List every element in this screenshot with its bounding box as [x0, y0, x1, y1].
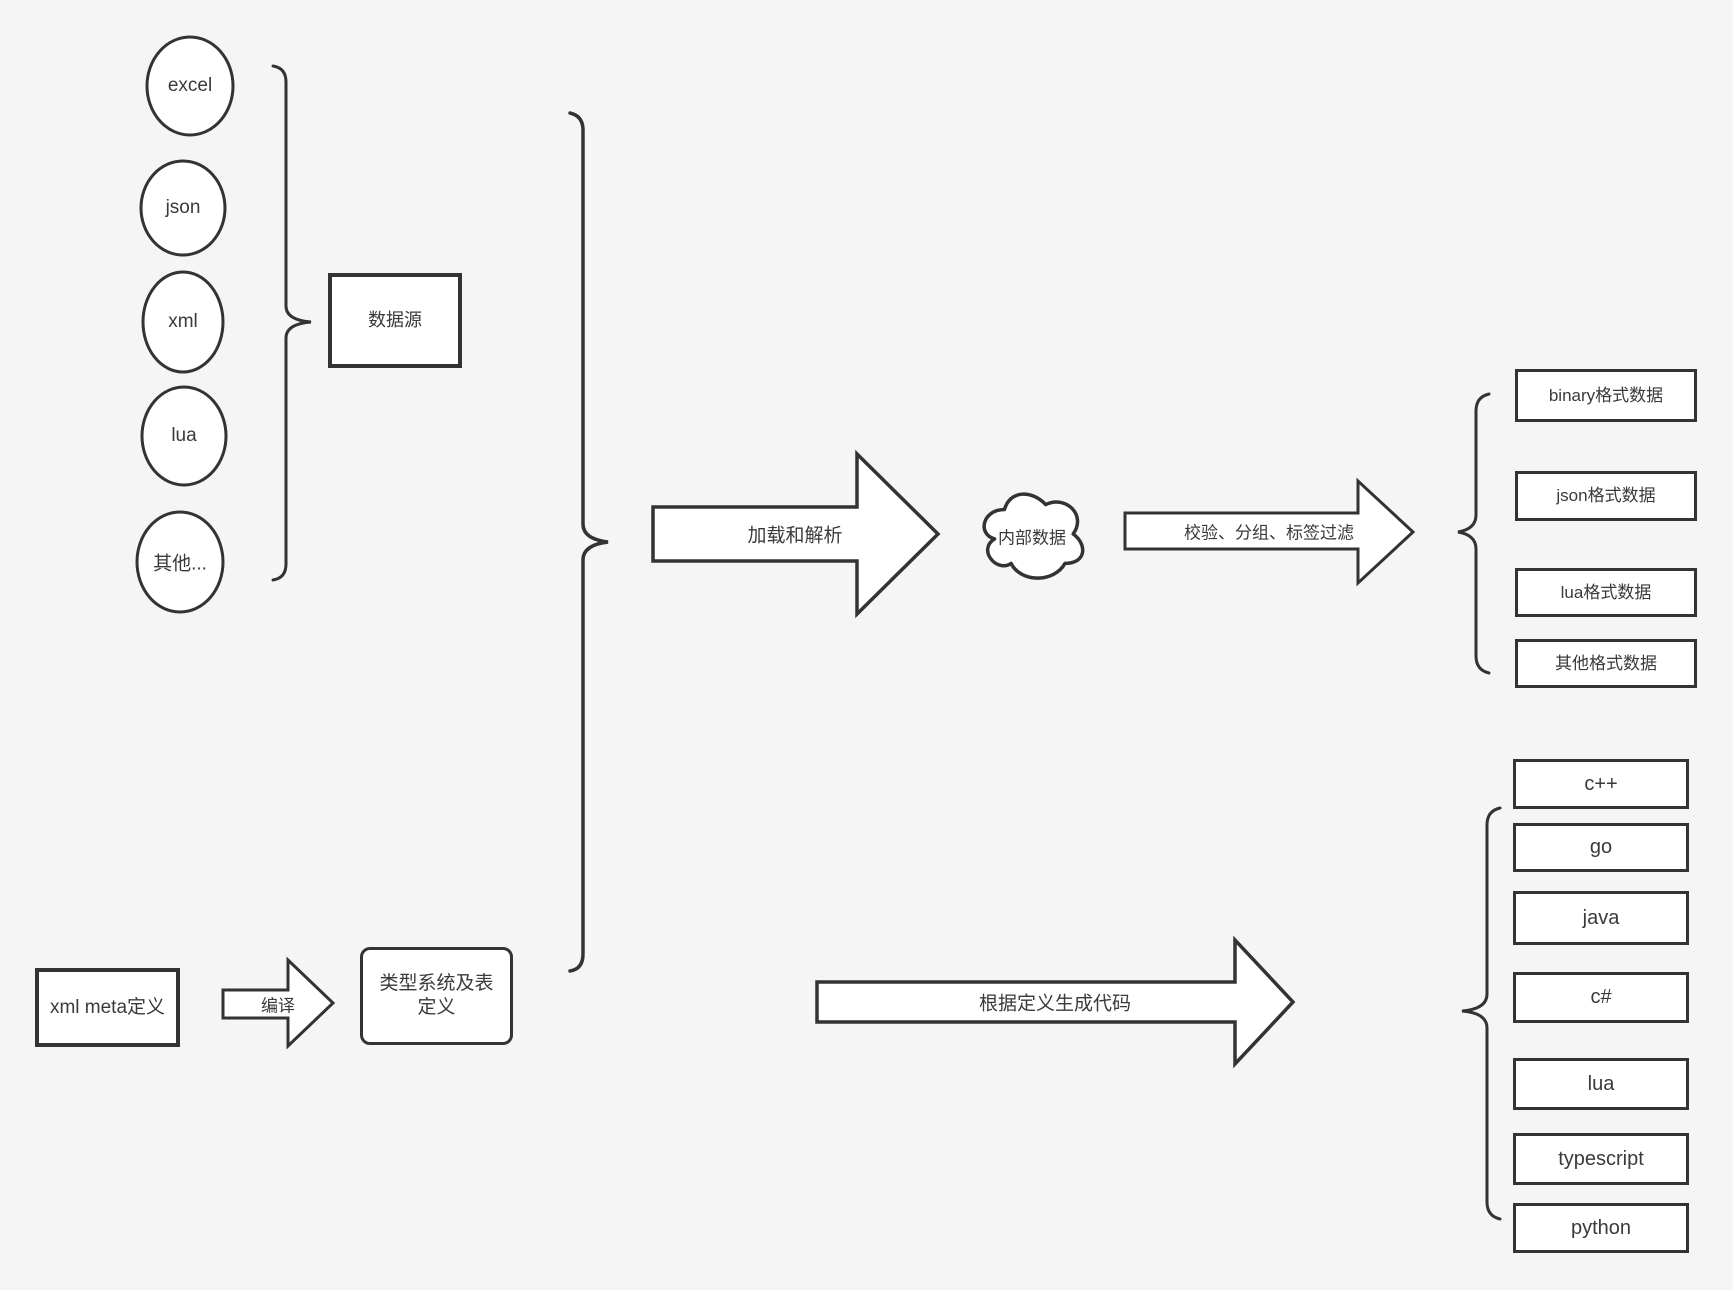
- format-box-lua: lua格式数据: [1515, 568, 1697, 617]
- languages-brace: [1461, 806, 1502, 1221]
- formats-brace: [1457, 392, 1491, 675]
- source-ellipse-json: [139, 159, 227, 257]
- source-label-json: json: [165, 197, 201, 218]
- format-box-json: json格式数据: [1515, 471, 1697, 521]
- source-label-excel: excel: [167, 75, 213, 96]
- source-label-xml: xml: [168, 311, 198, 332]
- language-box-python: python: [1513, 1203, 1689, 1253]
- datasource-box: 数据源: [328, 273, 462, 368]
- language-box-lua: lua: [1513, 1058, 1689, 1110]
- internal-data-cloud: [982, 492, 1085, 580]
- language-box-go: go: [1513, 823, 1689, 872]
- compile-arrow-label: 编译: [261, 996, 295, 1016]
- format-box-other: 其他格式数据: [1515, 639, 1697, 688]
- source-ellipse-lua: [140, 385, 228, 487]
- source-ellipse-excel: [145, 35, 235, 137]
- compile-arrow: [221, 956, 336, 1050]
- source-label-other: 其他...: [153, 553, 207, 575]
- load-parse-arrow: [651, 449, 941, 619]
- type-system-box: 类型系统及表定义: [360, 947, 513, 1045]
- load-parse-arrow-label: 加载和解析: [747, 525, 843, 547]
- sources-group-brace: [271, 64, 312, 582]
- format-box-binary: binary格式数据: [1515, 369, 1697, 422]
- source-ellipse-xml: [141, 270, 225, 374]
- codegen-arrow: [815, 935, 1296, 1069]
- filter-arrow-label: 校验、分组、标签过滤: [1184, 523, 1354, 543]
- language-box-csharp: c#: [1513, 972, 1689, 1023]
- source-label-lua: lua: [171, 425, 197, 446]
- language-box-typescript: typescript: [1513, 1133, 1689, 1185]
- source-ellipse-other: [135, 510, 225, 614]
- xml-meta-box: xml meta定义: [35, 968, 180, 1047]
- language-box-java: java: [1513, 891, 1689, 945]
- internal-data-label: 内部数据: [998, 528, 1066, 548]
- filter-arrow: [1123, 477, 1416, 587]
- codegen-arrow-label: 根据定义生成代码: [978, 993, 1132, 1015]
- main-input-brace: [568, 111, 609, 973]
- language-box-cpp: c++: [1513, 759, 1689, 809]
